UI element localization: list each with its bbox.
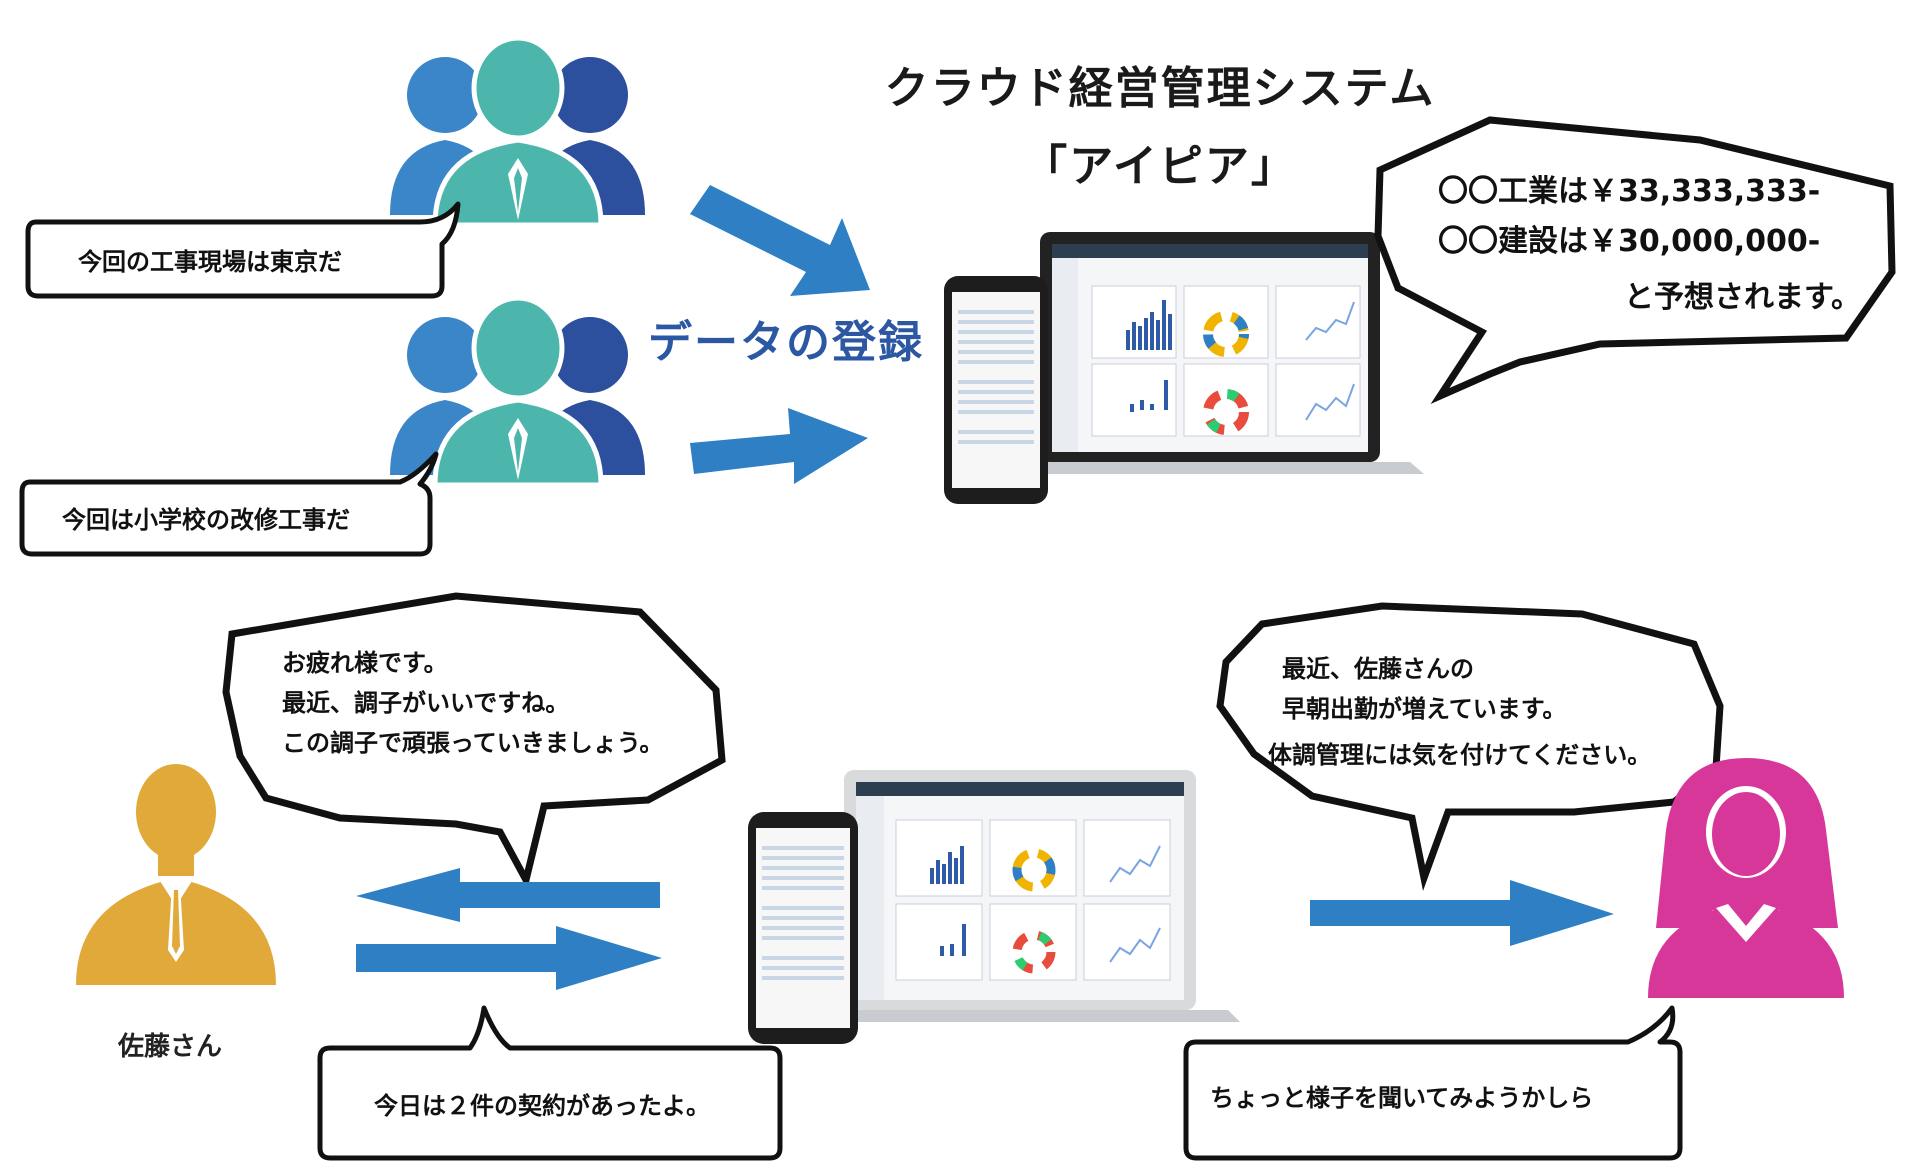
people-group-icon [390,295,645,488]
arrow-right-icon [690,408,868,484]
system-speech-line3: 体調管理には気を付けてください。 [1268,741,1652,769]
group2-bubble-text: 今回は小学校の改修工事だ [62,506,350,534]
boss-speech-line2: 最近、調子がいいですね。 [282,689,570,717]
arrow-right-icon [1310,880,1614,946]
forecast-bubble [1374,116,1896,404]
sato-bubble [317,1005,783,1161]
system-speech-line2: 早朝出勤が増えています。 [1282,695,1567,723]
laptop-icon [800,770,1240,1022]
boss-speech-line1: お疲れ様です。 [282,649,448,677]
smartphone-icon [748,812,858,1044]
manager-bubble [1183,1005,1683,1161]
boss-speech-bubble [222,592,726,890]
forecast-line2: 〇〇建設は￥30,000,000- [1438,224,1821,259]
boss-speech-line3: この調子で頑張っていきましょう。 [282,729,664,757]
arrow-right-icon [690,185,870,296]
sato-name-label: 佐藤さん [118,1032,223,1062]
businesswoman-icon [1648,758,1844,998]
arrow-right-icon [356,926,662,990]
manager-bubble-text: ちょっと様子を聞いてみようかしら [1210,1084,1594,1112]
sato-bubble-text: 今日は２件の契約があったよ。 [374,1092,710,1120]
system-speech-bubble [1216,602,1724,891]
laptop-icon [996,232,1424,474]
arrow-left-icon [356,868,660,922]
system-title-line1: クラウド経営管理システム [884,63,1436,114]
group1-bubble-text: 今回の工事現場は東京だ [78,248,342,276]
businessman-icon [76,764,276,985]
bubble-group1 [25,201,461,299]
system-speech-line1: 最近、佐藤さんの [1282,655,1474,683]
system-title-line2: 「アイピア」 [1023,141,1297,192]
smartphone-icon [944,276,1048,504]
data-registration-label: データの登録 [648,317,924,368]
people-group-icon [390,35,645,228]
forecast-line3: と予想されます。 [1624,280,1861,315]
bubble-group2 [19,451,439,557]
forecast-line1: 〇〇工業は￥33,333,333- [1438,174,1821,209]
